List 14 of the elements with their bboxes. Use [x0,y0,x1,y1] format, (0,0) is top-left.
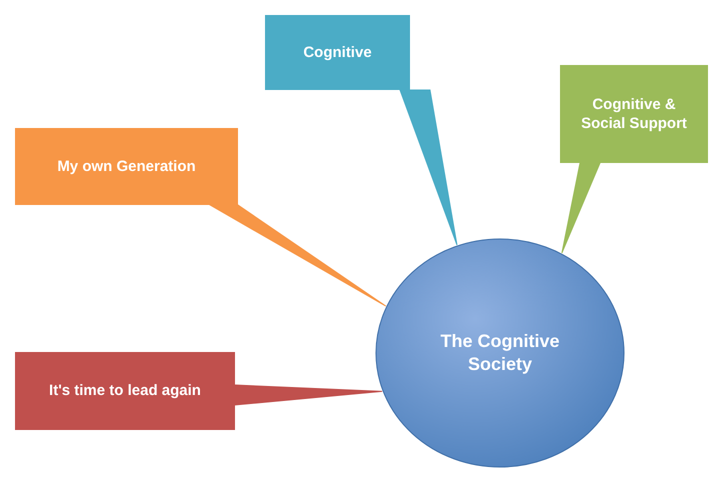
callout-tail [208,204,386,307]
callout-box [15,128,238,205]
node-label: Cognitive & Social Support [580,94,688,134]
node-label: My own Generation [57,156,196,176]
node-label: It's time to lead again [49,381,201,401]
callout-box [560,65,708,163]
callout-tail [234,384,383,406]
callout-box [15,352,235,430]
node-label: The Cognitive Society [439,330,560,376]
ellipse-node [375,238,625,468]
callout-box [265,15,410,90]
callout-tail [399,90,458,246]
node-label: Cognitive [303,42,372,62]
callout-tail [561,162,601,254]
